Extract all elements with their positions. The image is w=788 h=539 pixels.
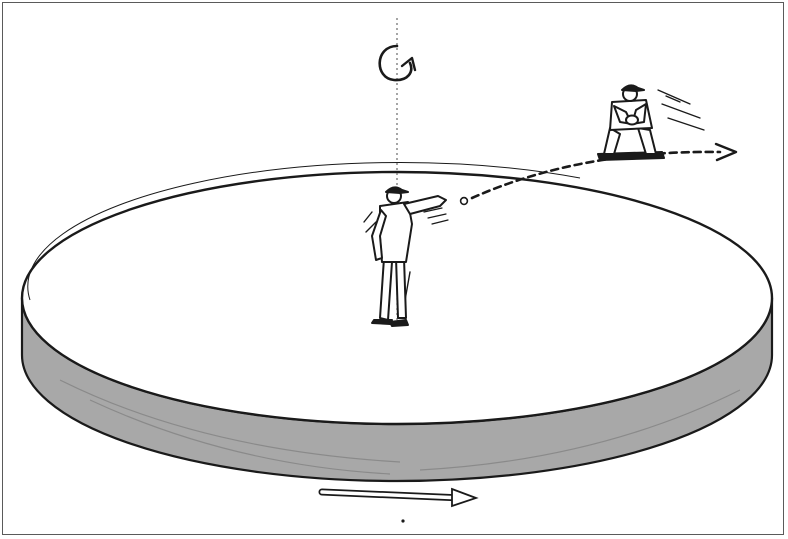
rim-direction-arrow	[322, 489, 476, 506]
ball	[461, 198, 468, 205]
bottom-mark	[401, 519, 404, 522]
catcher-figure	[598, 85, 704, 160]
